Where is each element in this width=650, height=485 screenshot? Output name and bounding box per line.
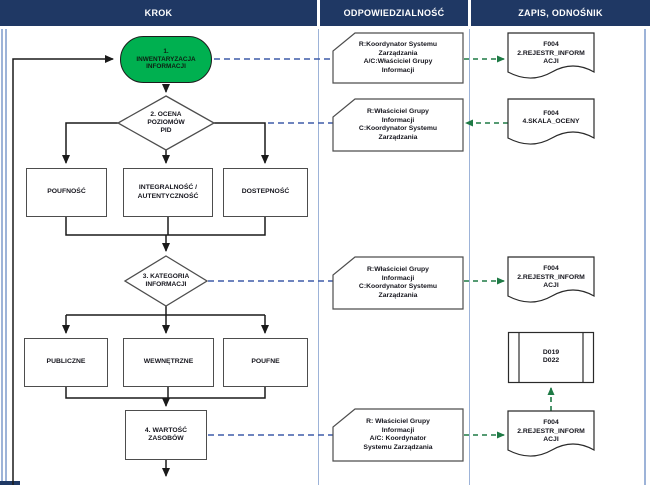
column-header-odpowiedzialnosc: ODPOWIEDZIALNOŚĆ	[320, 0, 468, 26]
document-shape-5	[507, 410, 595, 457]
page-left-border-inner	[5, 29, 7, 485]
responsibility-shape-4	[332, 408, 464, 462]
box-wewnetrzne: WEWNĘTRZNE	[123, 338, 214, 387]
dashed-links-green	[464, 55, 555, 439]
line-step2-to-poufnosc	[62, 122, 118, 164]
page-right-border	[644, 29, 646, 485]
return-loop-line	[12, 55, 114, 485]
dashed-links-blue	[208, 58, 333, 436]
merge-line-category	[65, 387, 266, 399]
merge-line-pid	[65, 217, 266, 236]
column-header-krok: KROK	[0, 0, 317, 26]
box-integralnosc-autentycznosc: INTEGRALNOŚĆ /AUTENTYCZNOŚĆ	[123, 168, 213, 217]
box-poufnosc: POUFNOŚĆ	[26, 168, 107, 217]
bottom-border-fragment	[0, 481, 20, 485]
responsibility-shape-1	[332, 32, 464, 84]
diamond-kategoria-informacji	[123, 255, 209, 307]
decision-shapes	[116, 95, 216, 307]
document-shape-1	[507, 32, 595, 79]
line-step2-to-dostepnosc	[214, 122, 269, 164]
flow-lines-black	[12, 55, 269, 485]
responsibility-shape-2	[332, 98, 464, 152]
predefined-process-shape	[507, 331, 595, 384]
column-separator-2	[468, 29, 470, 485]
responsibility-shape-3	[332, 256, 464, 310]
column-header-zapis-odnosnik: ZAPIS, ODNOŚNIK	[471, 0, 650, 26]
document-shapes	[507, 32, 595, 457]
predefined-rect	[507, 331, 595, 384]
diamond-ocena-poziomow	[116, 95, 216, 151]
column-separator-1	[317, 29, 319, 485]
responsibility-shapes	[332, 32, 464, 462]
document-shape-2	[507, 98, 595, 145]
document-shape-3	[507, 256, 595, 303]
box-dostepnosc: DOSTEPNOŚĆ	[223, 168, 308, 217]
page-left-border-outer	[1, 29, 3, 485]
box-poufne: POUFNE	[223, 338, 308, 387]
box-publiczne: PUBLICZNE	[24, 338, 108, 387]
